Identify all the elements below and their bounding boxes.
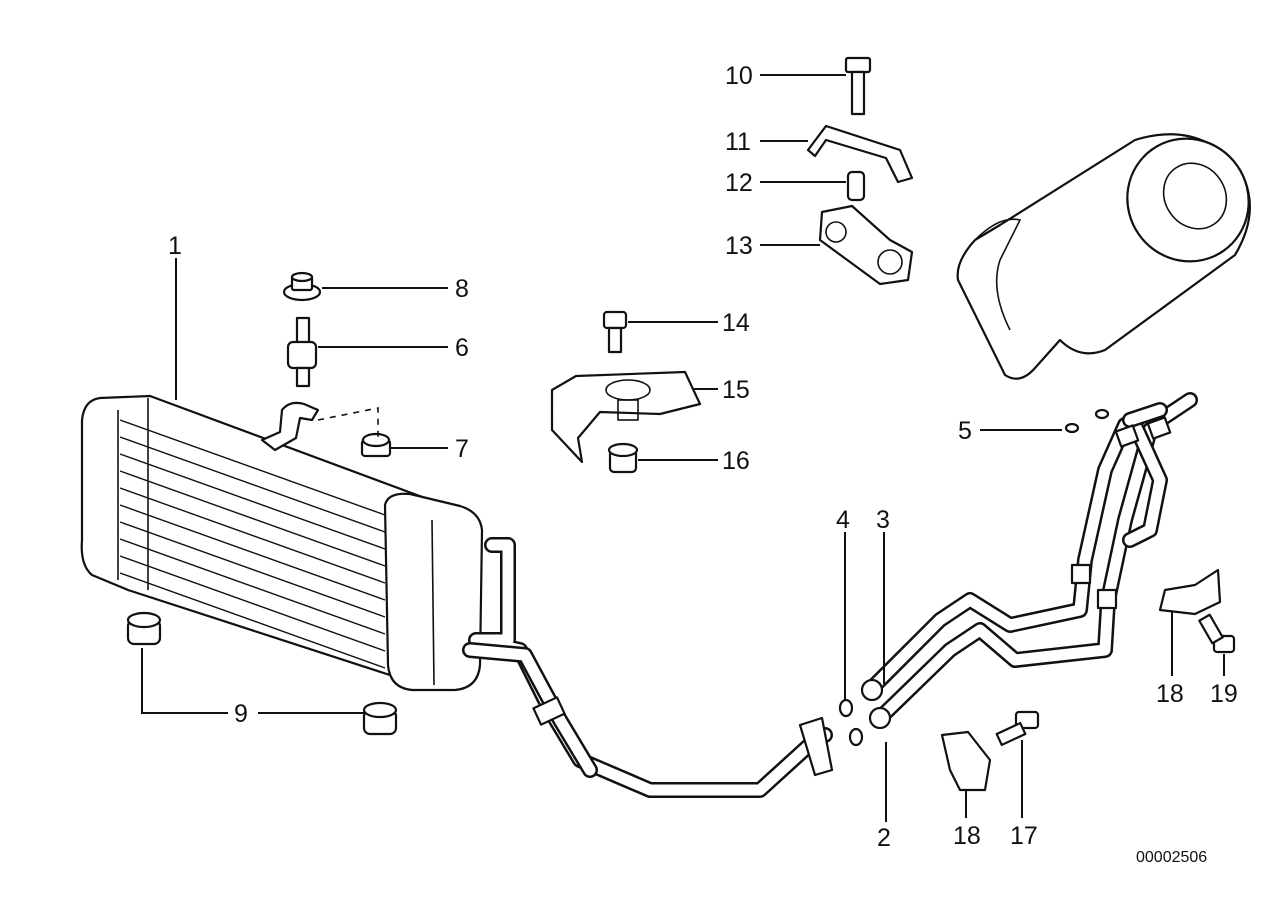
callout-17: 17 [1010,822,1038,850]
callout-numbers: 1 2 3 4 5 6 7 8 9 10 11 12 13 14 15 16 1… [168,62,1238,852]
callout-16: 16 [722,447,750,475]
diagram-reference-number: 00002506 [1136,849,1207,866]
hex-bolt-17 [995,710,1040,747]
callout-8: 8 [455,275,469,303]
callout-9: 9 [234,700,248,728]
callout-10: 10 [725,62,753,90]
hex-bolt-19 [1198,613,1236,654]
callout-4: 4 [836,506,850,534]
o-ring-right [1094,408,1110,420]
callout-18-lower: 18 [953,822,981,850]
hex-nut-7 [360,432,392,458]
bushing-16 [607,442,639,474]
o-ring-left [1064,422,1080,434]
hex-bolt-10 [844,56,872,116]
leader-lines [141,74,1225,822]
screw-14 [602,310,628,354]
callout-7: 7 [455,435,469,463]
bracket-11 [806,124,914,184]
callout-6: 6 [455,334,469,362]
callout-15: 15 [722,376,750,404]
callout-14: 14 [722,309,750,337]
callout-11: 11 [725,128,751,156]
callout-5: 5 [958,417,972,445]
callout-12: 12 [725,169,753,197]
flange-nut-8 [282,271,322,302]
callout-1: 1 [168,232,182,260]
callout-3: 3 [876,506,890,534]
rubber-mount [286,316,318,388]
cooler-fins [119,419,386,669]
callout-18-right: 18 [1156,680,1184,708]
callout-13: 13 [725,232,753,260]
hose-fitting-lower [868,706,892,730]
oil-cooler [80,394,484,692]
oil-filter-housing [956,133,1251,380]
cooler-hose [462,537,834,798]
seal-ring-upper [838,698,854,718]
callout-2: 2 [877,824,891,852]
callout-19: 19 [1210,680,1238,708]
seal-ring-lower [848,727,864,747]
holder-15 [550,370,702,464]
clip-18-right [1158,568,1222,616]
spacer-sleeve-12 [846,170,866,202]
hose-fitting-upper [860,678,884,702]
rubber-grommet-right [362,701,398,736]
rubber-grommet-left [126,611,162,646]
pipe-clamp-13 [818,204,914,286]
oil-lines [862,392,1198,726]
clip-18-lower [940,730,992,792]
